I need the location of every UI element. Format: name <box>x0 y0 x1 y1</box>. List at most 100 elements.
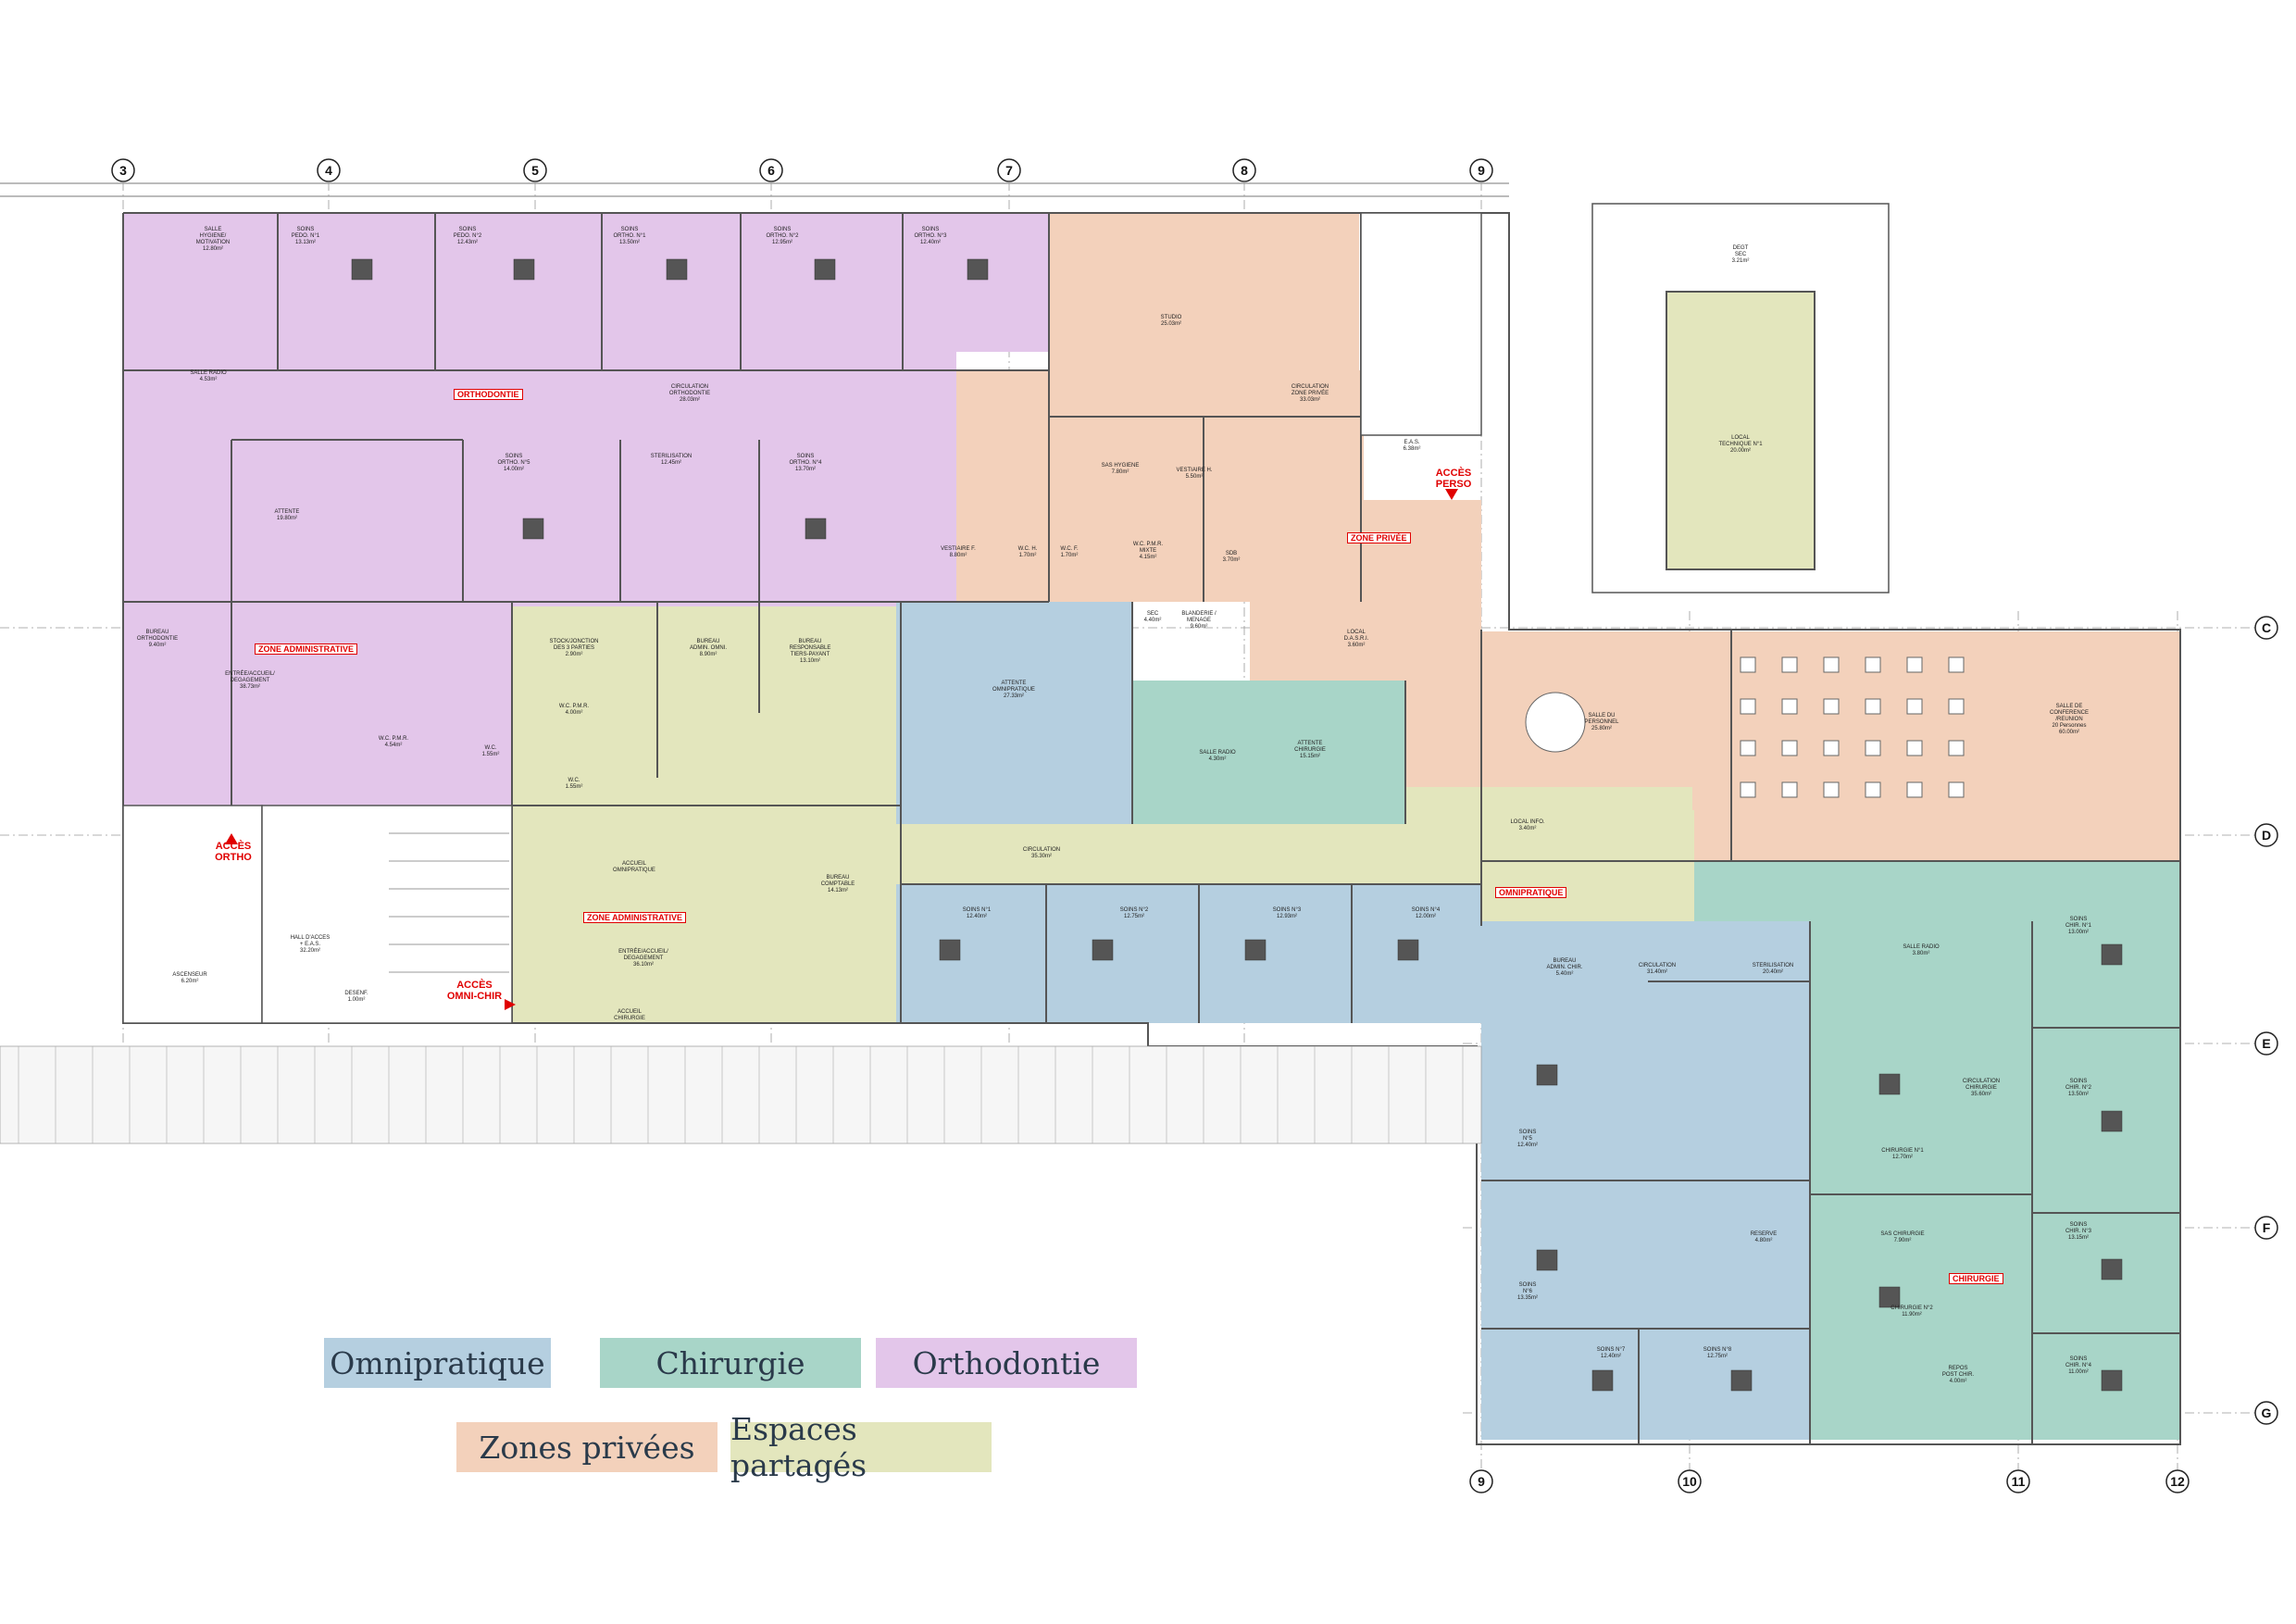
room-salle-radio-omni: SALLE RADIO 4.30m² <box>1199 750 1236 762</box>
room-soins-chir-1: SOINS CHIR. N°1 13.00m² <box>2065 917 2092 935</box>
room-circulation-omni: CIRCULATION 31.40m² <box>1638 963 1677 975</box>
room-reserve: RESERVE 4.80m² <box>1750 1231 1778 1243</box>
room-chirurgie-2: CHIRURGIE N°2 11.90m² <box>1890 1305 1933 1318</box>
legend-chirurgie: Chirurgie <box>600 1338 861 1388</box>
room-bureau-responsable: BUREAU RESPONSABLE TIERS-PAYANT 13.10m² <box>789 639 831 664</box>
room-studio: STUDIO 25.03m² <box>1160 315 1182 327</box>
zone-label-zone-privee: ZONE PRIVÉE <box>1347 532 1411 543</box>
bottom-axis-markers <box>1469 1469 2190 1493</box>
room-bureau-ortho: BUREAU ORTHODONTIE 9.40m² <box>136 630 179 648</box>
room-local-dasri: LOCAL D.A.S.R.I. 3.60m² <box>1343 630 1369 648</box>
room-circulation-privee: CIRCULATION ZONE PRIVÉE 33.03m² <box>1291 384 1329 403</box>
room-soins-n4: SOINS N°4 12.00m² <box>1411 907 1441 919</box>
legend-omnipratique: Omnipratique <box>324 1338 551 1388</box>
room-circulation-ortho: CIRCULATION ORTHODONTIE 28.03m² <box>668 384 711 403</box>
room-hall: HALL D'ACCES + E.A.S. 32.20m² <box>290 935 331 954</box>
room-bureau-comptable: BUREAU COMPTABLE 14.13m² <box>820 875 855 893</box>
room-soins-ortho-4: SOINS ORTHO. N°4 13.70m² <box>789 454 822 472</box>
room-soins-ortho-3: SOINS ORTHO. N°3 12.40m² <box>914 227 947 245</box>
room-repos-chir: REPOS POST CHIR. 4.00m² <box>1941 1366 1975 1384</box>
room-soins-n1: SOINS N°1 12.40m² <box>962 907 992 919</box>
room-attente-ortho: ATTENTE 19.80m² <box>274 509 300 521</box>
axis-label-12: 12 <box>2170 1474 2185 1489</box>
axis-label-8: 8 <box>1241 163 1248 178</box>
room-vestiaire-f: VESTIAIRE F. 8.80m² <box>941 546 976 558</box>
room-salle-radio-ortho: SALLE RADIO 4.53m² <box>190 370 227 382</box>
room-soins-n2: SOINS N°2 12.75m² <box>1119 907 1149 919</box>
room-wc-pmr-mixte: W.C. P.M.R. MIXTE 4.15m² <box>1132 542 1164 560</box>
axis-label-6: 6 <box>767 163 775 178</box>
access-omni-chir: ACCÈS OMNI-CHIR <box>446 980 503 1002</box>
axis-label-E: E <box>2262 1036 2271 1051</box>
room-wc-omni: W.C. 1.55m² <box>565 778 583 790</box>
room-bureau-admin-omni: BUREAU ADMIN. OMNI. 8.90m² <box>690 639 727 657</box>
right-axis-markers <box>2254 616 2278 1425</box>
room-soins-chir-3: SOINS CHIR. N°3 13.15m² <box>2065 1222 2092 1241</box>
legend-zones-privees: Zones privées <box>456 1422 718 1472</box>
room-salle-radio-chir: SALLE RADIO 3.80m² <box>1903 944 1940 956</box>
room-soins-n6: SOINS N°6 13.35m² <box>1516 1282 1538 1301</box>
room-sterilisation: STERILISATION 20.40m² <box>1752 963 1794 975</box>
room-soins-ortho-5: SOINS ORTHO. N°5 14.00m² <box>497 454 530 472</box>
room-soins-chir-4: SOINS CHIR. N°4 11.00m² <box>2065 1356 2092 1375</box>
axis-label-7: 7 <box>1005 163 1013 178</box>
room-accueil-omni: ACCUEIL OMNIPRATIQUE <box>613 861 655 873</box>
local-technique-annex <box>1591 203 1890 593</box>
axis-label-D: D <box>2261 828 2272 843</box>
axis-label-11: 11 <box>2011 1474 2026 1489</box>
dental-chairs <box>351 258 2123 1392</box>
legend-orthodontie: Orthodontie <box>876 1338 1137 1388</box>
orthodontie-zone <box>123 213 1049 806</box>
axis-label-5: 5 <box>531 163 539 178</box>
axis-label-C: C <box>2261 620 2272 635</box>
room-salle-conference: SALLE DE CONFERENCE /REUNION 20 Personne… <box>2049 704 2089 735</box>
hall-stair <box>122 805 513 1024</box>
room-blanchiment: BLANDERIE / MENAGE 9.60m² <box>1181 611 1217 630</box>
room-vestiaire-h: VESTIAIRE H. 5.50m² <box>1176 468 1213 480</box>
balcony-hatching <box>18 1046 1464 1143</box>
room-soins-n3: SOINS N°3 12.93m² <box>1272 907 1302 919</box>
axis-label-4: 4 <box>325 163 332 178</box>
room-soins-n5: SOINS N°5 12.40m² <box>1516 1130 1538 1148</box>
conference-tables <box>1740 656 1965 798</box>
staff-round-table <box>1525 692 1586 753</box>
room-sas-hygiene: SAS HYGIENE 7.80m² <box>1101 463 1140 475</box>
axis-label-9-top: 9 <box>1478 163 1485 178</box>
room-sdb: SDB 3.70m² <box>1222 551 1241 563</box>
room-ascenseur: ASCENSEUR 6.20m² <box>172 972 207 984</box>
room-desenf: DESENF. 1.00m² <box>344 991 368 1003</box>
room-soins-ortho-1: SOINS ORTHO. N°1 13.50m² <box>613 227 646 245</box>
zone-label-omnipratique: OMNIPRATIQUE <box>1495 887 1567 898</box>
access-arrows <box>225 489 1458 1010</box>
room-circulation: CIRCULATION 35.30m² <box>1022 847 1061 859</box>
chirurgie-zone <box>1132 681 2180 1440</box>
room-sterilisation-ortho: STERILISATION 12.45m² <box>650 454 693 466</box>
top-dimension-line <box>0 182 1509 197</box>
room-salle-personnel: SALLE DU PERSONNEL 25.80m² <box>1584 713 1619 731</box>
room-circulation-chir: CIRCULATION CHIRURGIE 35.60m² <box>1962 1079 2001 1097</box>
zone-label-orthodontie: ORTHODONTIE <box>454 389 523 400</box>
room-bureau-admin-chir: BUREAU ADMIN. CHIR. 5.40m² <box>1546 958 1583 977</box>
axis-label-10: 10 <box>1682 1474 1697 1489</box>
room-attente-omni: ATTENTE OMNIPRATIQUE 27.33m² <box>992 681 1035 699</box>
room-wc-pmr-ortho: W.C. P.M.R. 4.54m² <box>378 736 409 748</box>
room-soins-pedo-1: SOINS PEDO. N°1 13.13m² <box>291 227 320 245</box>
axis-label-3: 3 <box>119 163 127 178</box>
legend-espaces-partages: Espaces partagés <box>730 1411 992 1483</box>
room-soins-ortho-2: SOINS ORTHO. N°2 12.95m² <box>766 227 799 245</box>
axis-label-9-bottom: 9 <box>1478 1474 1485 1489</box>
room-soins-n8: SOINS N°8 12.75m² <box>1703 1347 1732 1359</box>
room-wc-f: W.C. F. 1.70m² <box>1060 546 1079 558</box>
room-soins-pedo-2: SOINS PEDO. N°2 12.43m² <box>453 227 482 245</box>
room-local-technique: LOCAL TECHNIQUE N°1 20.00m² <box>1718 435 1763 454</box>
stair-upper-right <box>1360 212 1482 436</box>
room-eas: E.A.S. 6.38m² <box>1403 440 1421 452</box>
room-local-info: LOCAL INFO. 3.40m² <box>1510 819 1545 831</box>
room-attente-chir: ATTENTE CHIRURGIE 15.15m² <box>1294 741 1326 759</box>
room-degt: DEGT SEC 3.21m² <box>1731 245 1750 264</box>
zone-label-chirurgie: CHIRURGIE <box>1949 1273 2003 1284</box>
access-ortho: ACCÈS ORTHO <box>215 841 252 863</box>
room-chirurgie-1: CHIRURGIE N°1 12.70m² <box>1881 1148 1924 1160</box>
stair-steps <box>389 832 509 973</box>
room-soins-n7: SOINS N°7 12.40m² <box>1596 1347 1626 1359</box>
